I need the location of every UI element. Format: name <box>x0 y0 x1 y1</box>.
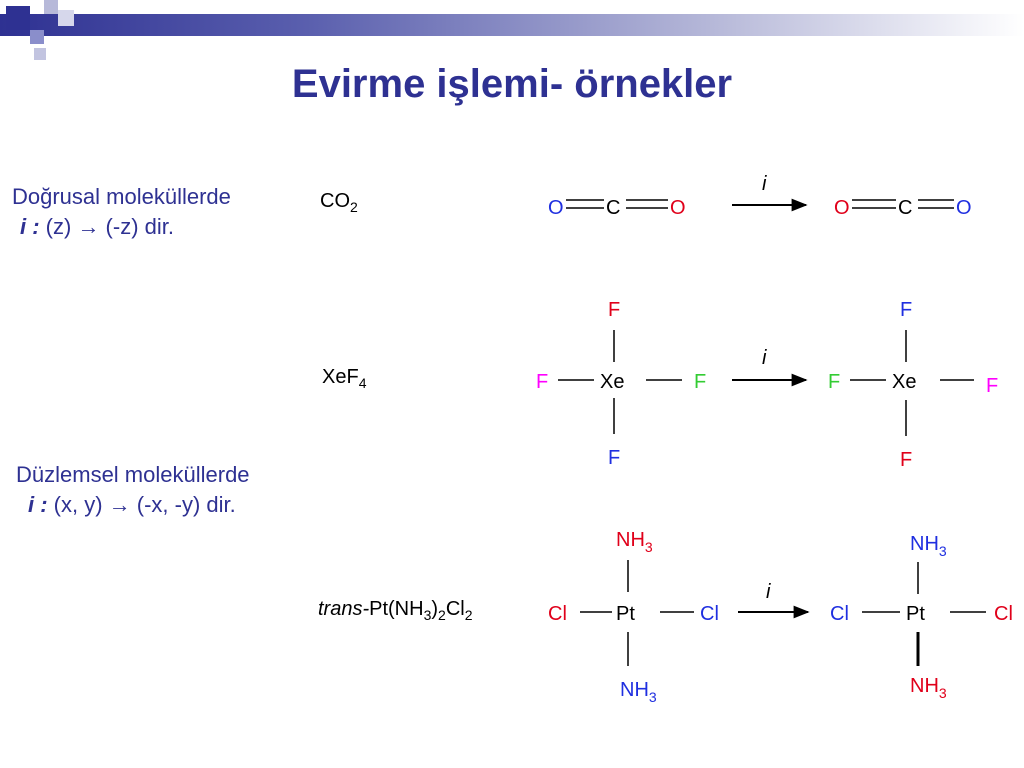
xef4-formula: XeF4 <box>322 366 366 391</box>
linear-rule: i : (z) → (-z) dir. <box>12 212 231 242</box>
xef4-after-f-top: F <box>900 299 912 321</box>
header-square-3 <box>44 0 58 14</box>
pt-formula-mid: ) <box>431 598 439 620</box>
header-square-5 <box>34 48 46 60</box>
co2-after-o-left: O <box>834 197 850 219</box>
planar-heading: Düzlemsel moleküllerde <box>16 462 250 487</box>
xef4-f-right: F <box>694 371 706 393</box>
xef4-after-f-right: F <box>986 375 998 397</box>
pt-after-nh3-bottom-label: NH <box>910 675 939 697</box>
pt-cl-right: Cl <box>700 603 719 625</box>
co2-formula-main: CO <box>320 190 350 212</box>
pt-after-nh3-top: NH3 <box>910 533 947 559</box>
xef4-op-symbol: i <box>762 347 767 369</box>
xef4-f-top: F <box>608 299 620 321</box>
xef4-after-xe: Xe <box>892 371 916 393</box>
linear-rule-text: (z) → (-z) dir. <box>39 214 174 239</box>
pt-nh3-bottom-sub: 3 <box>649 689 657 705</box>
xef4-arrow: i <box>732 347 808 387</box>
co2-after: O C O <box>834 197 972 219</box>
header-square-1 <box>6 6 30 30</box>
pt-before: NH3 Cl Pt Cl NH3 <box>548 529 719 705</box>
planar-rule: i : (x, y) → (-x, -y) dir. <box>16 490 250 520</box>
co2-op-symbol: i <box>762 173 767 195</box>
pt-nh3-top-label: NH <box>616 529 645 551</box>
header-gradient-bar <box>0 14 1024 36</box>
pt-formula-main: Pt(NH <box>369 598 424 620</box>
pt-formula-prefix: trans- <box>318 598 370 620</box>
pt-after-nh3-top-label: NH <box>910 533 939 555</box>
xef4-before: F F Xe F F <box>536 299 706 469</box>
co2-before: O C O <box>548 197 686 219</box>
pt-atom: Pt <box>616 603 635 625</box>
pt-after-nh3-bottom: NH3 <box>910 675 947 701</box>
planar-caption: Düzlemsel moleküllerde i : (x, y) → (-x,… <box>16 460 250 520</box>
pt-formula-sub2: 2 <box>438 607 446 623</box>
xef4-after-f-left: F <box>828 371 840 393</box>
pt-after: NH3 Cl Pt Cl NH3 <box>830 533 1013 701</box>
pt-formula-sub1: 3 <box>423 607 432 623</box>
pt-cl-left: Cl <box>548 603 567 625</box>
pt-after-cl-left: Cl <box>830 603 849 625</box>
co2-after-c: C <box>898 197 912 219</box>
planar-rule-text: (x, y) → (-x, -y) dir. <box>47 492 236 517</box>
pt-after-atom: Pt <box>906 603 925 625</box>
co2-arrow: i <box>732 173 808 212</box>
xef4-f-left: F <box>536 371 548 393</box>
slide-title: Evirme işlemi- örnekler <box>291 62 733 106</box>
pt-formula-sub3: 2 <box>464 607 473 623</box>
header-square-4 <box>58 10 74 26</box>
xef4-formula-sub: 4 <box>358 375 367 391</box>
pt-op-symbol: i <box>766 581 771 603</box>
co2-o-right: O <box>670 197 686 219</box>
linear-caption: Doğrusal moleküllerde i : (z) → (-z) dir… <box>12 182 231 242</box>
linear-symbol: i : <box>20 214 40 239</box>
co2-formula-sub: 2 <box>350 199 358 215</box>
pt-nh3-bottom: NH3 <box>620 679 657 705</box>
xef4-after-f-bottom: F <box>900 449 912 471</box>
xef4-formula-main: XeF <box>322 366 359 388</box>
pt-after-cl-right: Cl <box>994 603 1013 625</box>
xef4-f-bottom: F <box>608 447 620 469</box>
pt-nh3-top: NH3 <box>616 529 653 555</box>
linear-heading: Doğrusal moleküllerde <box>12 184 231 209</box>
co2-c: C <box>606 197 620 219</box>
pt-arrow: i <box>738 581 810 619</box>
pt-after-nh3-top-sub: 3 <box>939 543 947 559</box>
header-square-2 <box>30 30 44 44</box>
pt-formula-tail: Cl <box>445 598 465 620</box>
pt-after-nh3-bottom-sub: 3 <box>939 685 947 701</box>
pt-nh3-top-sub: 3 <box>645 539 653 555</box>
pt-formula: trans-Pt(NH3)2Cl2 <box>318 598 473 623</box>
co2-after-o-right: O <box>956 197 972 219</box>
pt-nh3-bottom-label: NH <box>620 679 649 701</box>
xef4-xe: Xe <box>600 371 624 393</box>
planar-symbol: i : <box>28 492 48 517</box>
co2-o-left: O <box>548 197 564 219</box>
xef4-after: F F Xe F F <box>828 299 998 471</box>
co2-formula: CO2 <box>320 190 358 215</box>
